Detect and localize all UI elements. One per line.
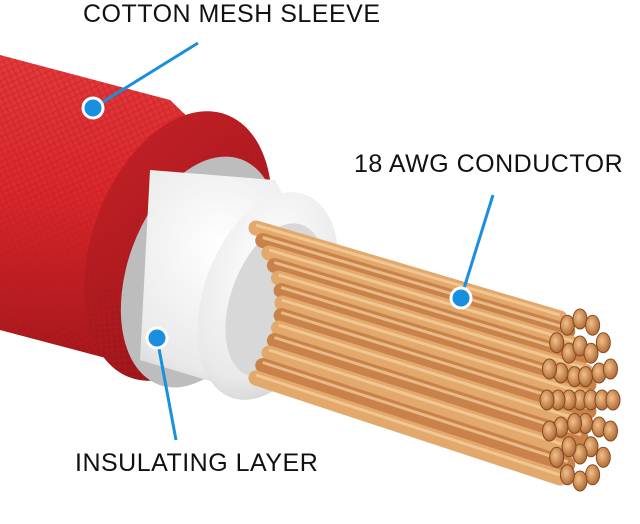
copper-strand [261, 345, 583, 459]
strand-cut-end [595, 332, 611, 354]
conductor-callout-line [459, 194, 495, 299]
copper-strand-highlight [255, 223, 561, 317]
strand-cut-end [542, 358, 557, 380]
copper-strand [273, 283, 597, 393]
copper-strand [261, 245, 583, 353]
strand-cut-end [603, 420, 618, 442]
sleeve-callout-line [92, 41, 199, 110]
strand-cut-end [572, 470, 588, 492]
insulation-callout-line [155, 337, 178, 441]
copper-strand [255, 233, 576, 339]
copper-strand-highlight [273, 336, 582, 437]
copper-strand-highlight [280, 286, 590, 384]
insulation-callout-dot [145, 326, 169, 350]
strand-cut-end [595, 446, 611, 468]
strand-cut-end [542, 420, 557, 442]
copper-strand [266, 258, 589, 366]
copper-strand-highlight [268, 348, 576, 450]
copper-strand-highlight [278, 323, 587, 424]
copper-strand [248, 220, 568, 326]
conductor-callout-dot [449, 286, 473, 310]
copper-strand-highlight [262, 361, 569, 464]
copper-strand [248, 370, 568, 486]
insulation-label: INSULATING LAYER [75, 449, 319, 477]
copper-strand-highlight [278, 273, 587, 370]
conductor-label: 18 AWG CONDUCTOR [354, 150, 624, 178]
copper-strand [271, 320, 594, 433]
strand-cut-end [539, 389, 555, 411]
strand-cut-end [559, 464, 575, 486]
strand-cut-end [585, 464, 601, 486]
copper-strand-highlight [255, 373, 561, 477]
strand-cut-end [561, 436, 577, 458]
copper-strand-highlight [262, 236, 569, 330]
copper-strand-highlight [280, 311, 590, 410]
strand-cut-end [549, 332, 565, 354]
copper-strand [273, 308, 597, 419]
copper-strand [274, 295, 598, 406]
callout-lines [81, 41, 495, 441]
strand-cut-end [585, 314, 601, 336]
copper-strand [255, 358, 576, 473]
copper-strand [266, 333, 589, 446]
strand-cut-end [603, 358, 618, 380]
strand-cut-end [549, 446, 565, 468]
strand-cut-end [605, 389, 621, 411]
copper-conductor [248, 220, 621, 492]
strand-cut-end [578, 366, 593, 388]
sleeve-label: COTTON MESH SLEEVE [83, 0, 381, 28]
strand-cut-end [567, 412, 582, 434]
copper-strand-highlight [268, 248, 576, 344]
sleeve-callout-dot [81, 96, 105, 120]
strand-cut-end [572, 308, 588, 330]
copper-strand-highlight [281, 298, 591, 397]
copper-strand-highlight [273, 261, 582, 357]
strand-cut-end [583, 342, 599, 364]
strand-cut-end [559, 314, 575, 336]
copper-strand [271, 270, 594, 379]
